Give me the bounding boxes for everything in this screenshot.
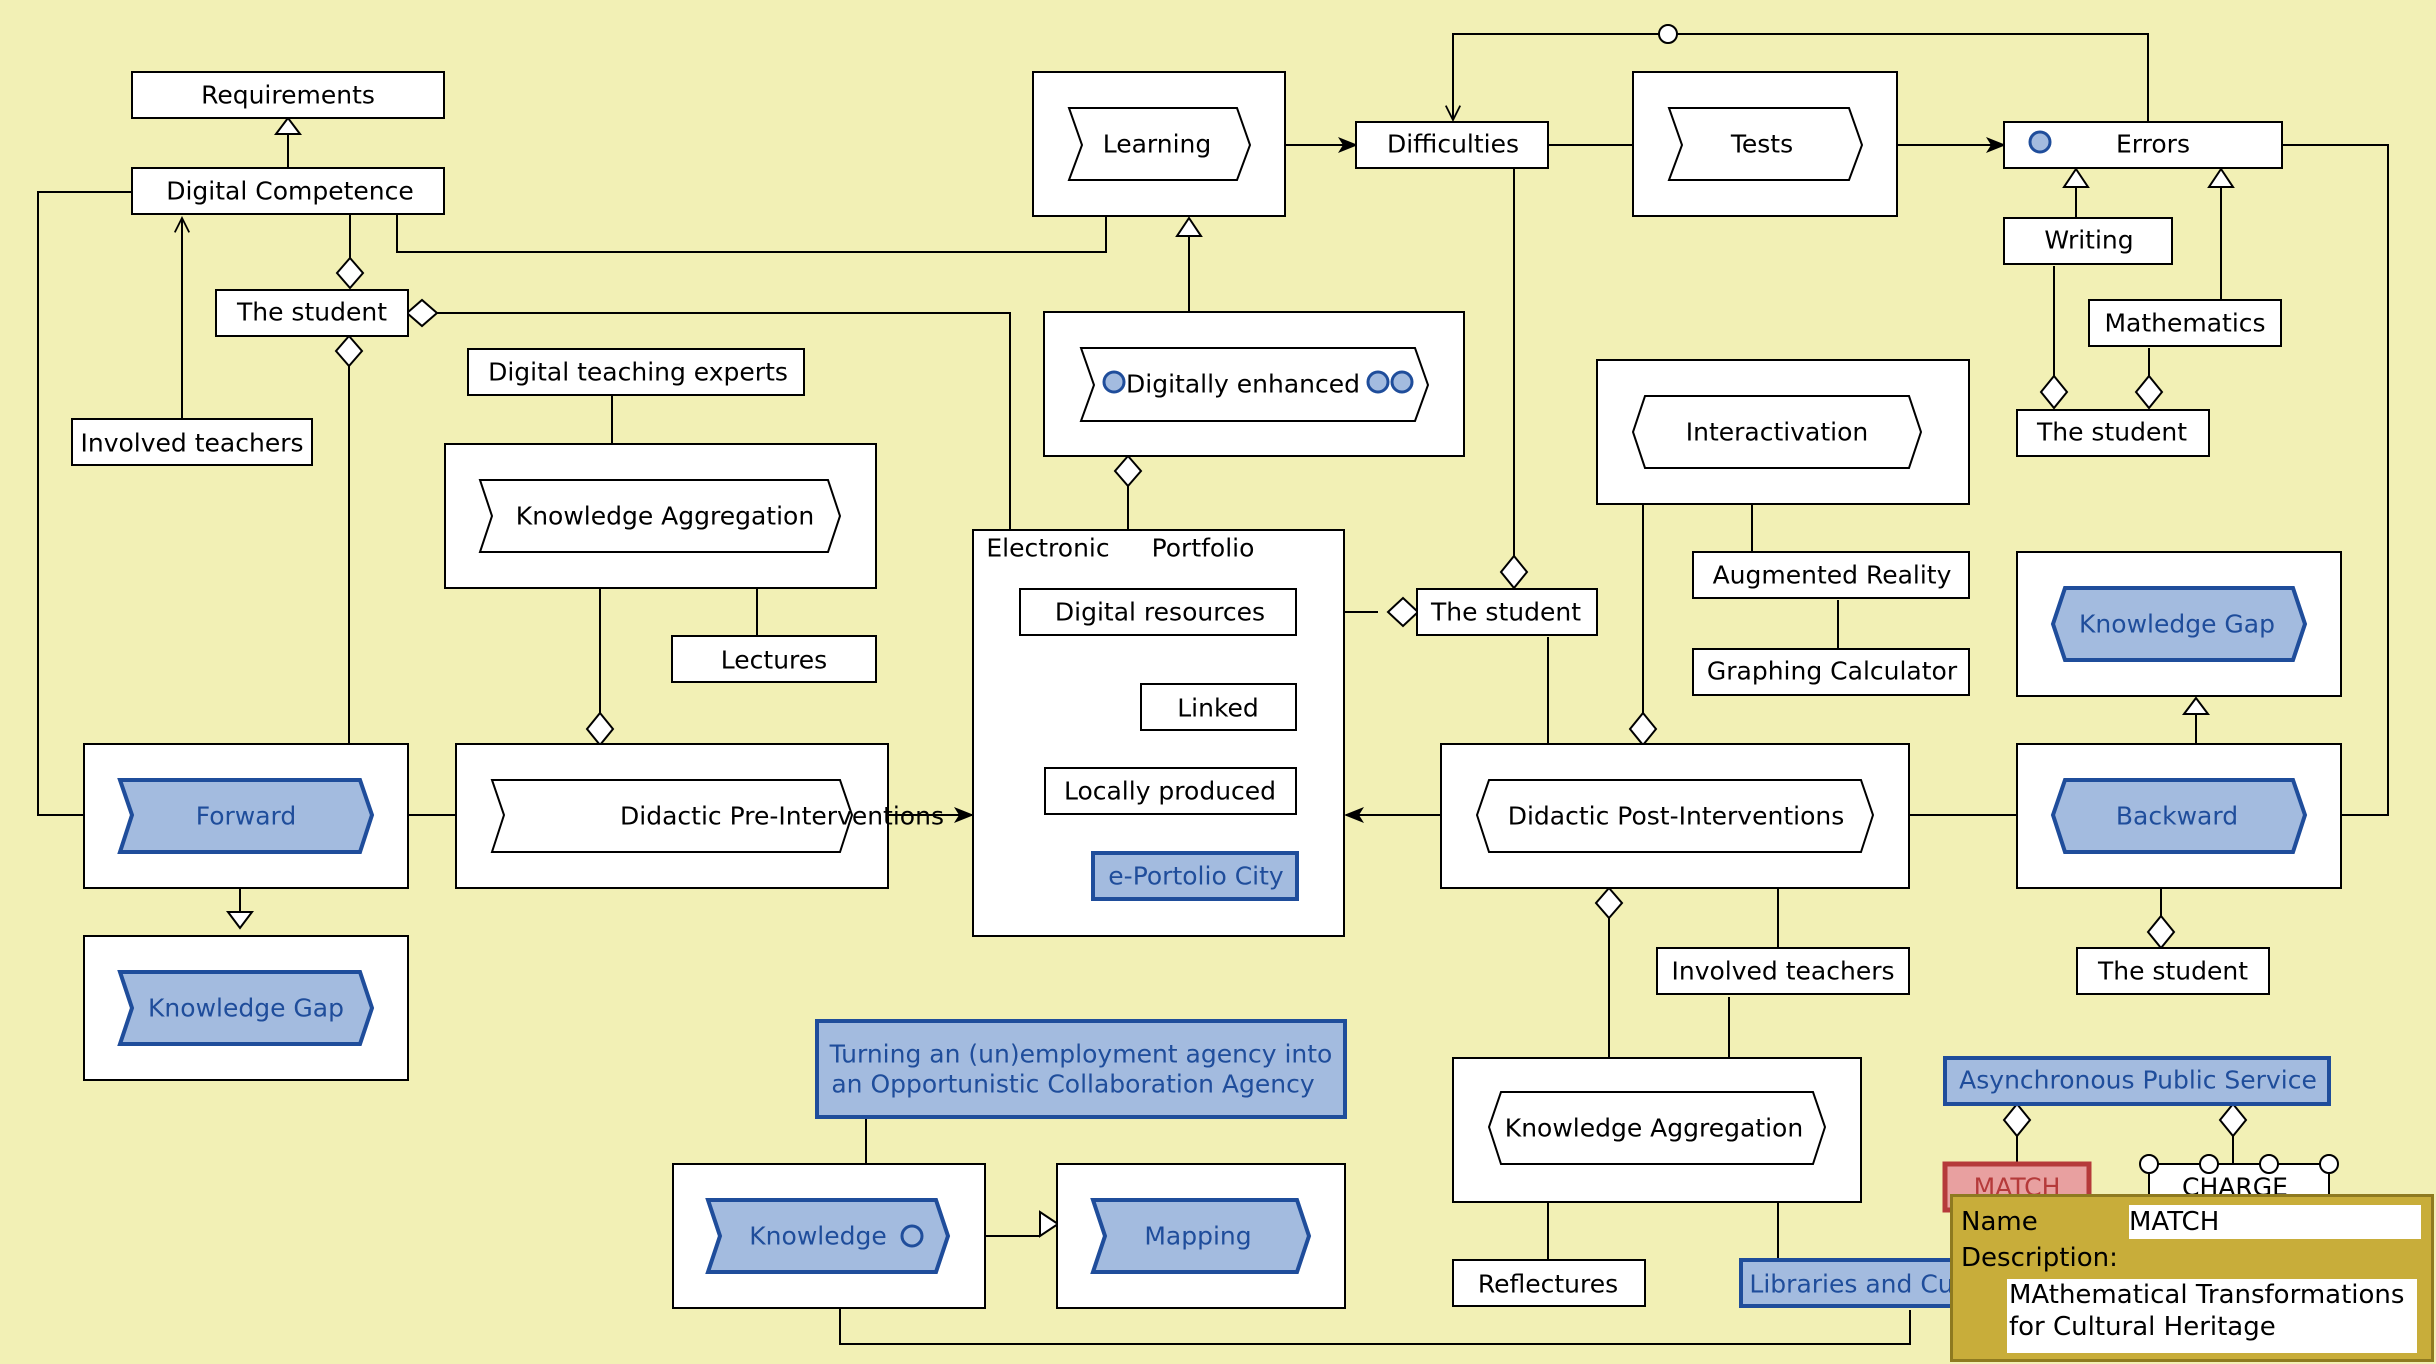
learning-label: Learning (1103, 130, 1212, 159)
augmented-reality-box (1692, 551, 1970, 599)
didactic-pre-chevron (490, 779, 854, 853)
errors-circle-icon (2028, 130, 2052, 154)
digital-resources-label: Digital resources (1055, 598, 1265, 627)
forward-chevron (117, 778, 375, 854)
digitally-enhanced-circle-icon (1102, 370, 1126, 394)
involved-teachers-top-box (71, 418, 313, 466)
knowledge-label: Knowledge (749, 1222, 886, 1251)
charge-port-circles (2139, 1154, 2339, 1174)
agency-box (815, 1019, 1347, 1119)
knowledge-aggregation-bottom-label: Knowledge Aggregation (1505, 1114, 1803, 1143)
libraries-box (1739, 1258, 1971, 1308)
popup-description-line2: for Cultural Heritage (2009, 1312, 2276, 1342)
interactivation-chevron (1631, 395, 1923, 469)
mathematics-label: Mathematics (2104, 309, 2265, 338)
agency-label-line2: an Opportunistic Collaboration Agency (831, 1070, 1315, 1099)
mapping-label: Mapping (1144, 1222, 1251, 1251)
student-top-left-box (215, 289, 409, 337)
writing-label: Writing (2044, 226, 2133, 255)
errors-label: Errors (2116, 130, 2190, 159)
electronic-label: Electronic (986, 534, 1109, 563)
knowledge-aggregation-left-label: Knowledge Aggregation (516, 502, 814, 531)
digitally-enhanced-double-circle-icon-2 (1390, 370, 1414, 394)
popup-name-label: Name (1961, 1207, 2038, 1237)
involved-teachers-bottom-box (1656, 947, 1910, 995)
backward-chevron (2050, 778, 2308, 854)
mapping-chevron (1090, 1198, 1312, 1274)
reflectures-box (1452, 1259, 1646, 1307)
requirements-label: Requirements (201, 81, 375, 110)
tests-chevron (1667, 107, 1864, 181)
student-top-left-label: The student (236, 298, 387, 327)
writing-box (2003, 217, 2173, 265)
forward-label: Forward (196, 802, 297, 831)
knowledge-chevron (705, 1198, 951, 1274)
lectures-box (671, 635, 877, 683)
interactivation-label: Interactivation (1686, 418, 1869, 447)
popup-description-field[interactable]: MAthematical Transformations for Cultura… (2007, 1279, 2417, 1353)
knowledge-aggregation-left-chevron (478, 479, 842, 553)
knowledge-circle-icon (900, 1224, 924, 1248)
asynchronous-public-service-label: Asynchronous Public Service (1959, 1066, 2317, 1095)
digital-teaching-experts-label: Digital teaching experts (488, 358, 788, 387)
knowledge-gap-left-chevron (117, 970, 375, 1046)
didactic-post-label: Didactic Post-Interventions (1508, 802, 1845, 831)
linked-label: Linked (1177, 694, 1259, 723)
digital-competence-label: Digital Competence (166, 177, 414, 206)
agency-label-line1: Turning an (un)employment agency into (829, 1040, 1333, 1069)
linked-box (1140, 683, 1297, 731)
digital-competence-box (131, 167, 445, 215)
knowledge-aggregation-bottom-chevron (1487, 1091, 1827, 1165)
graphing-calculator-box (1692, 648, 1970, 696)
involved-teachers-top-label: Involved teachers (80, 429, 303, 458)
digitally-enhanced-label: Digitally enhanced (1126, 370, 1360, 399)
student-bottom-right-label: The student (2097, 957, 2248, 986)
popup-name-field[interactable]: MATCH (2129, 1205, 2421, 1239)
lectures-label: Lectures (721, 646, 827, 675)
student-center-label: The student (1430, 598, 1581, 627)
knowledge-gap-left-label: Knowledge Gap (148, 994, 344, 1023)
popup-description-label: Description: (1961, 1243, 2118, 1273)
learning-chevron (1067, 107, 1252, 181)
eportfolio-city-box (1091, 851, 1299, 901)
involved-teachers-bottom-label: Involved teachers (1671, 957, 1894, 986)
portfolio-label: Portfolio (1152, 534, 1255, 563)
reflectures-label: Reflectures (1478, 1270, 1618, 1299)
didactic-pre-label: Didactic Pre-Interventions (620, 802, 944, 831)
backward-label: Backward (2116, 802, 2238, 831)
digital-resources-box (1019, 588, 1297, 636)
locally-produced-label: Locally produced (1064, 777, 1276, 806)
digitally-enhanced-double-circle-icon (1366, 370, 1390, 394)
mathematics-box (2088, 299, 2282, 347)
student-bottom-right-box (2076, 947, 2270, 995)
popup-description-line1: MAthematical Transformations (2009, 1280, 2405, 1310)
tests-label: Tests (1730, 130, 1793, 159)
loop-connector-circle (1658, 24, 1678, 44)
libraries-label: Libraries and Cul (1749, 1270, 1960, 1299)
eportfolio-city-label: e-Portolio City (1108, 862, 1284, 891)
augmented-reality-label: Augmented Reality (1713, 561, 1952, 590)
didactic-post-chevron (1475, 779, 1875, 853)
locally-produced-box (1044, 767, 1297, 815)
student-right-label: The student (2036, 418, 2187, 447)
student-right-box (2016, 409, 2210, 457)
requirements-box (131, 71, 445, 119)
digital-teaching-experts-box (467, 348, 805, 396)
digitally-enhanced-chevron (1079, 347, 1430, 422)
difficulties-box (1355, 121, 1549, 169)
knowledge-gap-right-label: Knowledge Gap (2079, 610, 2275, 639)
properties-popup: Name MATCH Description: MAthematical Tra… (1950, 1194, 2434, 1362)
asynchronous-public-service-box (1943, 1056, 2331, 1106)
aggregation-markers (334, 256, 2248, 1138)
knowledge-gap-right-chevron (2050, 586, 2308, 662)
graphing-calculator-label: Graphing Calculator (1707, 657, 1958, 686)
difficulties-label: Difficulties (1387, 130, 1519, 159)
student-center-box (1416, 588, 1598, 636)
